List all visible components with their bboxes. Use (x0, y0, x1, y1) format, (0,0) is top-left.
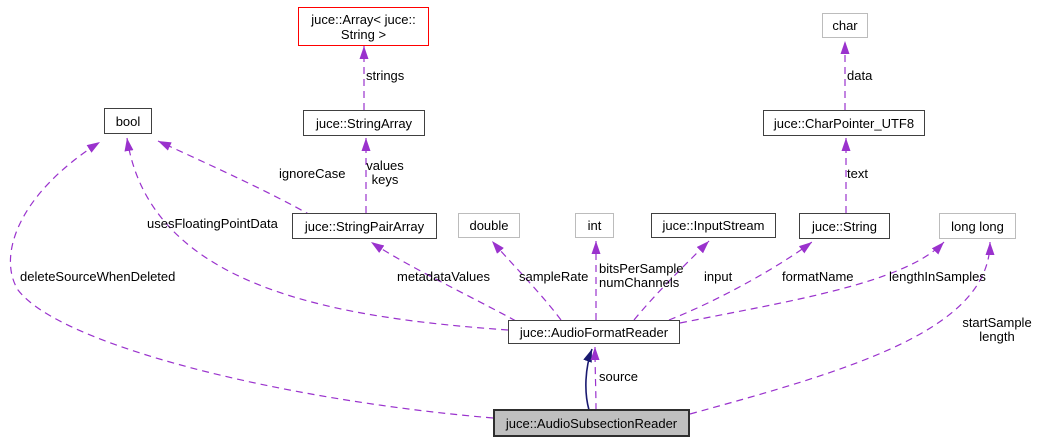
class-node-juce-audioformatreader[interactable]: juce::AudioFormatReader (508, 320, 680, 344)
edge-label-length-in-samples: lengthInSamples (889, 269, 986, 284)
edge-ignore-case (157, 140, 313, 217)
class-node-juce-stringarray[interactable]: juce::StringArray (303, 110, 425, 136)
edge-label-delete-source-when-deleted: deleteSourceWhenDeleted (20, 269, 176, 284)
edge-label-input: input (704, 269, 733, 284)
class-node-juce-charpointer-utf8[interactable]: juce::CharPointer_UTF8 (763, 110, 925, 136)
edge-label-ignore-case: ignoreCase (279, 166, 346, 181)
edge-label-values-keys: values keys (366, 158, 404, 187)
class-node-juce-inputstream[interactable]: juce::InputStream (651, 213, 776, 238)
edge-metadata-values (370, 241, 517, 322)
edge-uses-floating-point-data (124, 137, 509, 331)
class-node-bool[interactable]: bool (104, 108, 152, 134)
edge-inheritance-audioformatreader (583, 348, 593, 411)
edge-label-uses-floating-point-data: usesFloatingPointData (147, 216, 278, 231)
edge-label-sample-rate: sampleRate (519, 269, 589, 284)
edge-label-start-sample-length: startSample length (962, 315, 1032, 344)
edge-start-sample-length (689, 241, 995, 415)
edge-label-bits-per-sample-num-channels: bitsPerSample numChannels (599, 261, 684, 290)
edge-label-source: source (599, 369, 639, 384)
edge-label-strings: strings (366, 68, 405, 83)
edge-input (633, 240, 710, 321)
edge-label-data: data (847, 68, 873, 83)
class-node-juce-string[interactable]: juce::String (799, 213, 890, 239)
class-node-juce-stringpairarray[interactable]: juce::StringPairArray (292, 213, 437, 239)
edge-label-metadata-values: metadataValues (397, 269, 490, 284)
type-node-char: char (822, 13, 868, 38)
edge-label-format-name: formatName (782, 269, 854, 284)
class-node-juce-array-string[interactable]: juce::Array< juce:: String > (298, 7, 429, 46)
type-node-int: int (575, 213, 614, 238)
edge-length-in-samples (679, 241, 945, 324)
type-node-double: double (458, 213, 520, 238)
edge-label-text: text (847, 166, 868, 181)
edge-source (590, 346, 600, 411)
edge-format-name (668, 241, 813, 321)
class-node-juce-audiosubsectionreader-current: juce::AudioSubsectionReader (493, 409, 690, 437)
type-node-long-long: long long (939, 213, 1016, 239)
